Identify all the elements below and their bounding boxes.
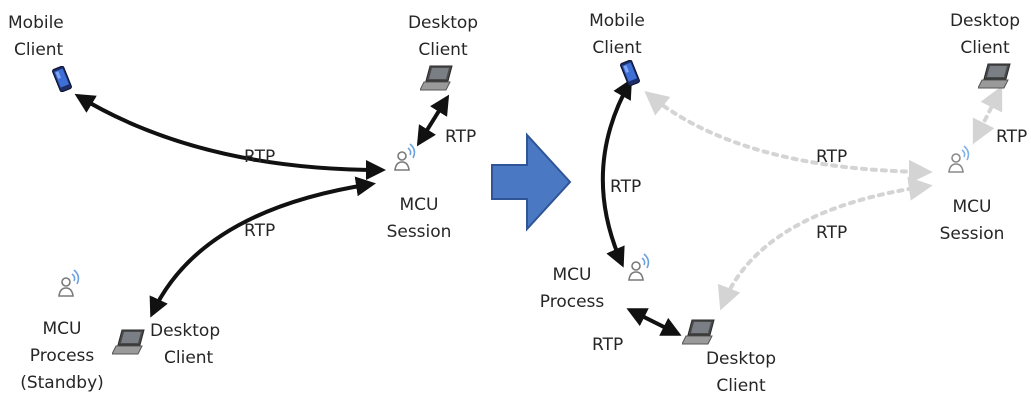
left-mcu-process-line2: Process xyxy=(29,346,95,366)
laptop-icon xyxy=(682,319,715,345)
left-mobile-client-line2: Client xyxy=(14,40,64,60)
left-rtp-label-desktop-bottom: RTP xyxy=(244,221,276,241)
mcu-person-wireless-icon xyxy=(394,143,416,171)
right-mcu-process-line2: Process xyxy=(539,292,605,312)
inactive-link-desktop-top-to-mcu-session xyxy=(972,85,1003,145)
laptop-icon xyxy=(112,329,145,355)
right-desktop-client-bottom-line1: Desktop xyxy=(705,349,777,369)
left-mcu-session-line1: MCU xyxy=(399,195,439,215)
inactive-link-mobile-to-mcu-session xyxy=(644,90,933,184)
left-mcu-process-standby-label: MCU Process (Standby) xyxy=(6,316,118,397)
laptop-icon xyxy=(978,63,1011,89)
right-mobile-client-line1: Mobile xyxy=(589,11,645,31)
right-rtp-label-process-desktop: RTP xyxy=(592,335,624,355)
link-desktop-top-to-mcu-session xyxy=(416,94,450,147)
right-mcu-process-label: MCU Process xyxy=(530,262,614,316)
left-mcu-session-label: MCU Session xyxy=(374,192,464,246)
left-mcu-session-line2: Session xyxy=(386,222,452,242)
right-desktop-client-top-line2: Client xyxy=(960,38,1010,58)
left-rtp-label-mobile: RTP xyxy=(244,147,276,167)
left-desktop-client-bottom-line2: Client xyxy=(164,348,214,368)
mcu-person-wireless-icon xyxy=(628,253,650,281)
right-desktop-client-top-label: Desktop Client xyxy=(940,8,1030,62)
right-mobile-client-line2: Client xyxy=(592,38,642,58)
laptop-icon xyxy=(420,65,453,91)
left-desktop-client-top-label: Desktop Client xyxy=(397,10,489,64)
link-mobile-to-mcu-session xyxy=(74,93,386,180)
right-desktop-client-top-line1: Desktop xyxy=(949,11,1021,31)
left-desktop-client-bottom-label: Desktop Client xyxy=(150,318,220,372)
link-desktop-bottom-to-mcu-session xyxy=(149,176,376,318)
left-mobile-client-label: Mobile Client xyxy=(8,10,64,64)
right-rtp-label-mobile-session: RTP xyxy=(816,147,848,167)
left-mcu-process-line3: (Standby) xyxy=(20,373,104,393)
left-rtp-label-desktop-top: RTP xyxy=(445,127,477,147)
right-desktop-client-bottom-line2: Client xyxy=(716,376,766,396)
left-mcu-process-line1: MCU xyxy=(42,319,82,339)
left-desktop-client-bottom-line1: Desktop xyxy=(150,321,221,341)
right-rtp-label-desktop-top: RTP xyxy=(996,127,1028,147)
right-rtp-label-desktop-session: RTP xyxy=(816,223,848,243)
mobile-phone-icon xyxy=(620,60,640,86)
link-mobile-to-mcu-process xyxy=(600,78,632,268)
right-mcu-session-line1: MCU xyxy=(952,197,992,217)
transition-arrow-icon xyxy=(491,132,572,232)
mobile-phone-icon xyxy=(52,66,72,92)
right-desktop-client-bottom-label: Desktop Client xyxy=(696,346,786,400)
left-mobile-client-line1: Mobile xyxy=(8,13,64,33)
mcu-person-wireless-icon xyxy=(58,269,80,297)
right-mobile-client-label: Mobile Client xyxy=(572,8,662,62)
inactive-link-desktop-bottom-to-mcu-session xyxy=(717,176,933,311)
right-mcu-process-line1: MCU xyxy=(552,265,592,285)
right-mcu-session-label: MCU Session xyxy=(926,194,1018,248)
right-rtp-label-mobile-process: RTP xyxy=(610,177,642,197)
mcu-person-wireless-icon xyxy=(948,145,970,173)
right-mcu-session-line2: Session xyxy=(939,224,1005,244)
left-desktop-client-top-line2: Client xyxy=(418,40,468,60)
left-desktop-client-top-line1: Desktop xyxy=(407,13,479,33)
link-mcu-process-to-desktop-bottom xyxy=(626,308,682,336)
